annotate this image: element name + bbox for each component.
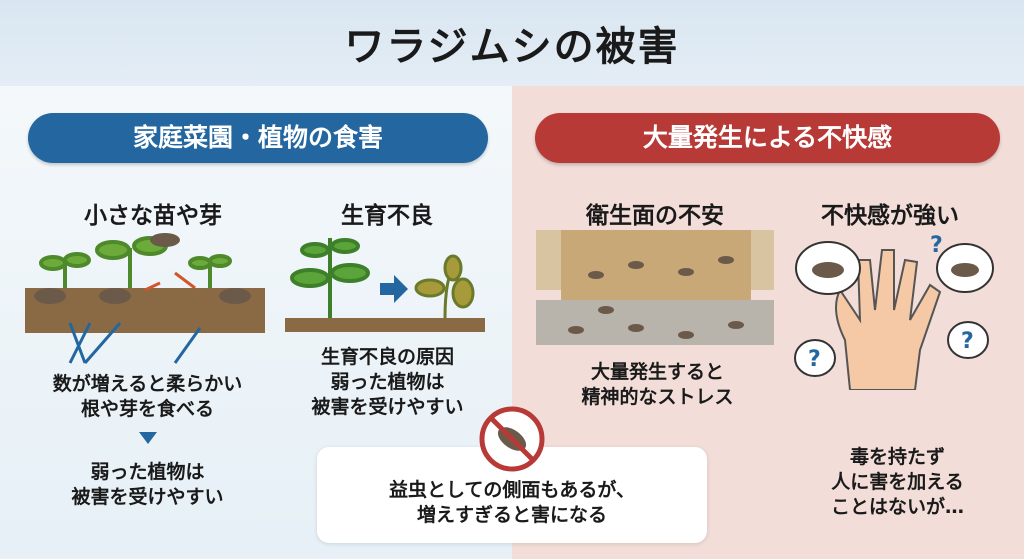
uneasy-hand-illustration: ???: [794, 233, 994, 390]
hygiene-title: 衛生面の不安: [586, 203, 724, 229]
note-text: 益虫としての側面もあるが、 増えすぎると害になる: [317, 478, 707, 528]
woodlouse-icon: [34, 233, 251, 304]
svg-text:?: ?: [930, 233, 943, 258]
arrow-icon: [68, 322, 202, 364]
no-woodlouse-icon: [479, 406, 545, 472]
text-line: 根や芽を食べる: [80, 398, 214, 420]
red-arrow-icon: [144, 271, 196, 292]
page-title: ワラジムシの被害: [344, 24, 680, 70]
text-line: 被害を受けやすい: [71, 486, 224, 508]
floor: [561, 230, 751, 300]
infested-floor-illustration: [536, 230, 774, 345]
text-line: 数が増えると柔らかい: [52, 373, 243, 395]
text-line: 人に害を加える: [831, 471, 964, 493]
soil: [285, 318, 485, 332]
sprout-icon: [39, 236, 232, 288]
text-line: 大量発生すると: [590, 361, 724, 383]
mass-outbreak-heading: 大量発生による不快感: [535, 113, 1000, 163]
svg-text:?: ?: [808, 347, 821, 372]
discomfort-text: 毒を持たず 人に害を加える ことはないが…: [790, 445, 1005, 520]
seedlings-result: 弱った植物は 被害を受けやすい: [10, 460, 285, 510]
woodlouse-icon: [951, 263, 979, 277]
discomfort-title: 不快感が強い: [821, 203, 959, 229]
text-line: 増えすぎると害になる: [416, 504, 607, 526]
poor-growth-title: 生育不良: [341, 203, 433, 229]
question-mark-icon: ???: [808, 233, 974, 372]
wilted-plant-icon: [414, 254, 475, 319]
poor-growth-text: 生育不良の原因 弱った植物は 被害を受けやすい: [280, 345, 495, 420]
svg-text:?: ?: [961, 329, 974, 354]
text-line: 精神的なストレス: [581, 386, 734, 408]
text-line: 毒を持たず: [849, 446, 945, 468]
text-line: 益虫としての側面もあるが、: [388, 479, 636, 501]
title-banner: [0, 0, 1024, 86]
healthy-plant-icon: [290, 238, 370, 318]
woodlouse-icon: [568, 256, 744, 339]
seedlings-text: 数が増えると柔らかい 根や芽を食べる: [10, 372, 285, 422]
hygiene-text: 大量発生すると 精神的なストレス: [540, 360, 775, 410]
text-line: ことはないが…: [830, 496, 964, 518]
text-line: 生育不良の原因: [320, 346, 454, 368]
text-line: 弱った植物は: [330, 371, 445, 393]
garden-damage-heading: 家庭菜園・植物の食害: [28, 113, 488, 163]
seedlings-title: 小さな苗や芽: [84, 203, 222, 229]
text-line: 弱った植物は: [90, 461, 205, 483]
seedlings-illustration: [25, 233, 265, 364]
text-line: 被害を受けやすい: [311, 396, 464, 418]
poor-growth-illustration: [285, 238, 485, 332]
woodlouse-icon: [812, 262, 844, 278]
arrow-right-icon: [380, 275, 408, 303]
arrow-down-icon: [139, 432, 157, 444]
